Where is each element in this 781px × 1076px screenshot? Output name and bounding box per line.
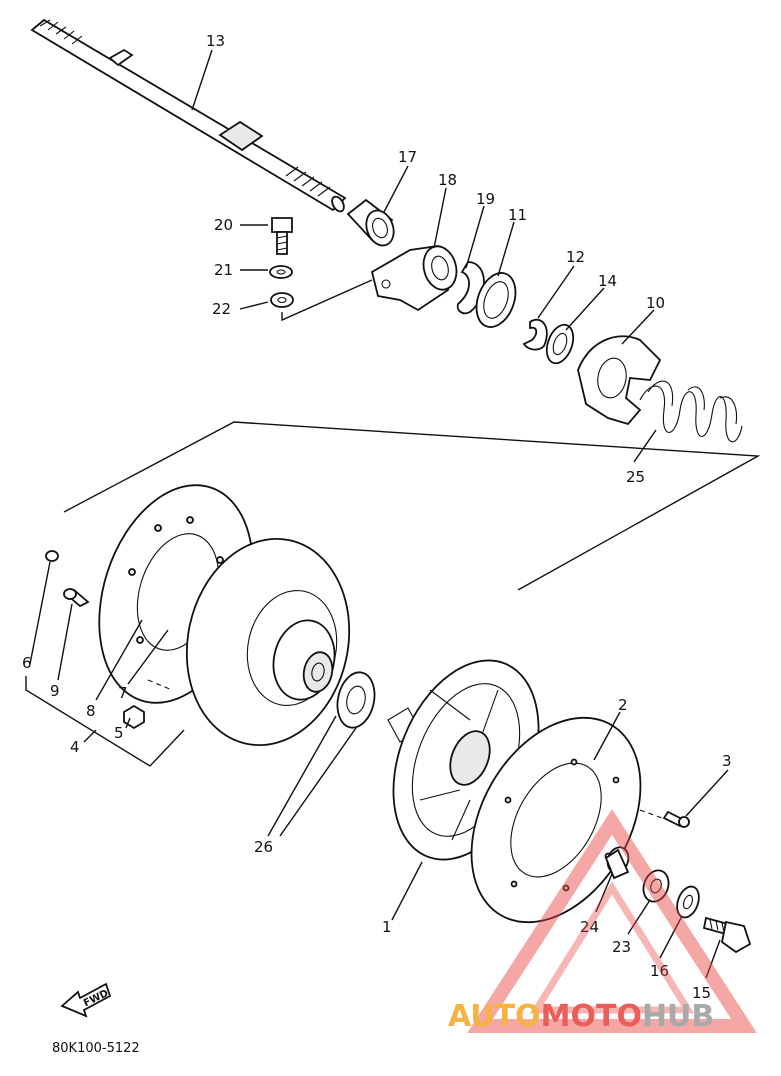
bracket-18	[370, 245, 458, 312]
screw-9	[63, 588, 90, 608]
screw-6	[45, 550, 59, 562]
callout-1: 1	[382, 918, 392, 936]
reference-line-upper	[281, 279, 373, 322]
leader-lines	[25, 49, 729, 979]
watermark-text: AUTOMOTOHUB	[448, 999, 714, 1034]
seal-26	[336, 671, 376, 729]
callout-8: 8	[86, 702, 96, 720]
washer-21	[269, 265, 293, 279]
callout-9: 9	[50, 682, 60, 700]
callout-24: 24	[580, 918, 599, 936]
callout-23: 23	[612, 938, 631, 956]
washer-16	[676, 885, 700, 919]
callout-25: 25	[626, 468, 645, 486]
washer-22	[270, 292, 294, 308]
fwd-arrow-icon: FWD	[60, 982, 112, 1018]
callout-2: 2	[618, 696, 628, 714]
callout-20: 20	[214, 216, 233, 234]
bolt-20	[271, 217, 293, 255]
collar-24	[604, 846, 630, 880]
sheave-4	[185, 538, 351, 746]
bearing-17	[346, 198, 395, 247]
washer-11	[475, 272, 517, 328]
cam-10	[577, 335, 662, 426]
callout-10: 10	[646, 294, 665, 312]
callout-19: 19	[476, 190, 495, 208]
clip-12	[522, 318, 548, 351]
watermark-triangle-inner	[529, 881, 695, 1014]
watermark: AUTOMOTOHUB	[448, 809, 757, 1034]
callout-7: 7	[118, 684, 128, 702]
callout-5: 5	[114, 724, 124, 742]
callout-26: 26	[254, 838, 273, 856]
callout-11: 11	[508, 206, 527, 224]
watermark-triangle-outer	[467, 809, 757, 1033]
callout-22: 22	[212, 300, 231, 318]
callout-16: 16	[650, 962, 669, 980]
callout-21: 21	[214, 261, 233, 279]
callout-3: 3	[722, 752, 732, 770]
spring-25	[639, 380, 743, 443]
washer-14	[545, 323, 575, 365]
callout-4: 4	[70, 738, 80, 756]
shaft-13	[30, 18, 347, 213]
callout-6: 6	[22, 654, 32, 672]
watermark-text-moto: MOTO	[541, 999, 642, 1034]
nut-5	[123, 704, 145, 730]
plate-2	[470, 716, 642, 924]
washer-23	[642, 869, 670, 903]
callout-17: 17	[398, 148, 417, 166]
callout-14: 14	[598, 272, 617, 290]
callout-15: 15	[692, 984, 711, 1002]
assembly-boundary	[63, 421, 761, 591]
watermark-text-auto: AUTO	[448, 999, 541, 1034]
callout-12: 12	[566, 248, 585, 266]
screw-3	[662, 810, 690, 828]
part-code: 80K100-5122	[52, 1041, 140, 1056]
callout-13: 13	[206, 32, 225, 50]
watermark-text-hub: HUB	[642, 999, 714, 1034]
bolt-15	[702, 916, 752, 954]
callout-18: 18	[438, 171, 457, 189]
callout-labels: 13 17 18 19 11 12 14 10 20 21 22 25 6 9 …	[22, 32, 732, 1002]
